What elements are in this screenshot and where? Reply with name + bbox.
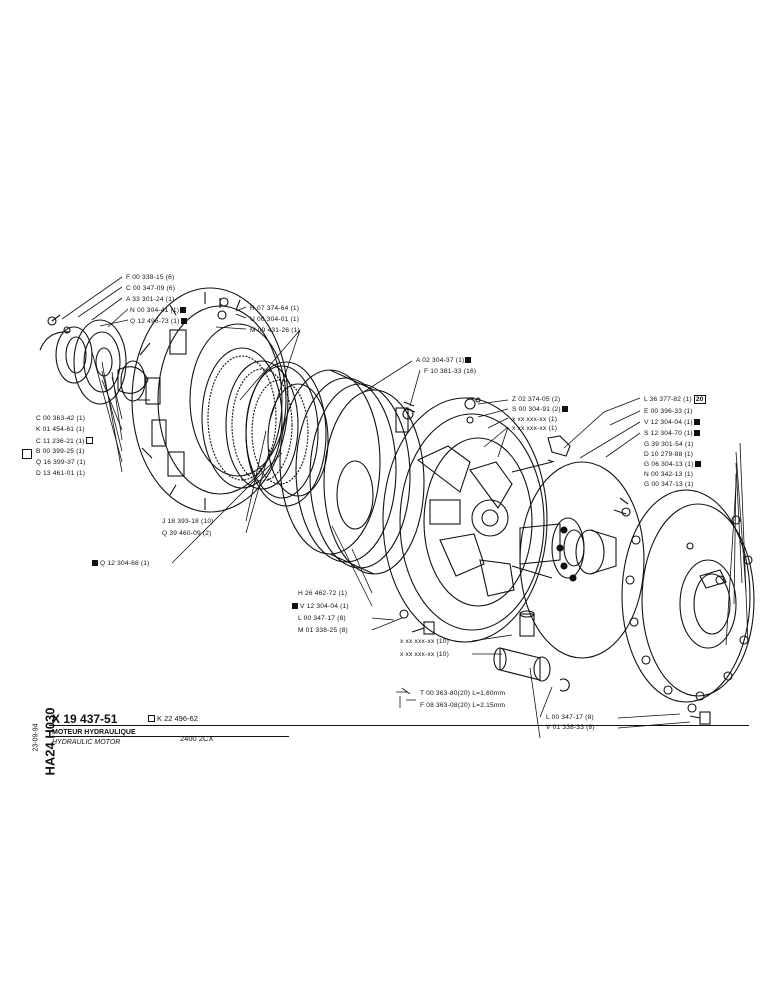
callout-S00304-91: S 00 304-91 (2) — [512, 406, 568, 414]
filled-box-marker — [694, 461, 701, 467]
callout-U00304-01: U 00 304-01 (1) — [250, 316, 300, 323]
small-parts — [399, 435, 711, 725]
filled-box-marker — [180, 307, 187, 313]
filled-box-marker — [465, 357, 472, 363]
filled-box-marker — [693, 430, 700, 436]
callout-F10381-33: F 10 381-33 (16) — [424, 368, 477, 375]
callout-A33301-24: A 33 301-24 (1) — [126, 296, 175, 303]
filled-box-marker — [180, 318, 187, 324]
callout-H26462-72: H 26 462-72 (1) — [298, 590, 348, 597]
part-name-en: HYDRAULIC MOTOR — [52, 739, 121, 746]
callout-Z02374-05: Z 02 374-05 (2) — [512, 396, 561, 403]
callout-L00347-17a: L 00 347-17 (8) — [298, 615, 346, 622]
callout-G06304-13: G 06 304-13 (1) — [644, 461, 701, 469]
callout-S12304-70: S 12 304-70 (1) — [644, 430, 700, 438]
callout-F08363-08: F 08 363-08(20) L=2,15mm — [420, 702, 506, 709]
gear-rings — [207, 355, 309, 485]
callout-L36377-82: L 36 377-82 (1) 20 — [644, 395, 706, 404]
callout-G39301-54: G 39 301-54 (1) — [644, 441, 694, 448]
callout-F00338-15: F 00 338-15 (6) — [126, 274, 175, 281]
callout-T00363-80: T 00 363-80(20) L=1,60mm — [420, 690, 506, 697]
callout-J18393-18: J 18 393-18 (10) — [162, 518, 214, 525]
open-box-marker — [85, 437, 93, 444]
leader-lines — [61, 276, 749, 739]
callout-V12304-04a: V 12 304-04 (1) — [644, 419, 700, 427]
callout-M01338-25: M 01 338-25 (8) — [298, 627, 348, 634]
callout-x3: x xx xxx-xx (10) — [400, 638, 449, 645]
callout-x4: x xx xxx-xx (10) — [400, 651, 449, 658]
callout-G00347-13: G 00 347-13 (1) — [644, 481, 694, 488]
ring-outlines — [201, 347, 329, 507]
callout-N00304-41: N 00 304-41 (1) — [130, 307, 187, 315]
alt-reference: K 22 496-62 — [148, 714, 198, 723]
part-name-fr: MOTEUR HYDRAULIQUE — [52, 729, 136, 736]
title-rule — [49, 725, 749, 726]
callout-A02304-37: A 02 304-37 (1) — [416, 357, 472, 365]
filled-box-marker — [292, 603, 298, 609]
callout-K01454-61: K 01 454-61 (1) — [36, 426, 85, 433]
open-box-marker — [148, 715, 155, 722]
bracket-marker — [22, 449, 32, 459]
model-code: 2400 2CX — [180, 734, 214, 743]
motor-housing — [131, 287, 289, 513]
shaft-bearing — [519, 517, 617, 582]
callout-V01338-33: V 01 338-33 (8) — [546, 724, 595, 731]
filled-box-marker — [92, 560, 98, 566]
callout-C00363-42: C 00 363-42 (1) — [36, 415, 86, 422]
callout-x1: x xx xxx-xx (1) — [512, 416, 558, 423]
callout-Q12304-68: Q 12 304-68 (1) — [92, 560, 150, 568]
sheet-date: 23-09-94 — [32, 723, 40, 752]
callout-M09431-26: M 09 431-26 (1) — [250, 327, 300, 334]
callout-L00347-17b: L 00 347-17 (8) — [546, 714, 594, 721]
callout-E00396-33: E 00 396-33 (1) — [644, 408, 693, 415]
callout-B00399-25: B 00 399-25 (1) — [36, 448, 85, 455]
callout-D10279-88: D 10 279-88 (1) — [644, 451, 694, 458]
callout-N00342-13: N 00 342-13 (1) — [644, 471, 694, 478]
callout-V12304-04b: V 12 304-04 (1) — [292, 603, 349, 611]
callout-R07374-64: R 07 374-64 (1) — [250, 305, 300, 312]
callout-Q12496-73: Q 12 496-73 (1) — [130, 318, 187, 326]
part-number: X 19 437-51 — [52, 712, 118, 726]
filled-box-marker — [561, 406, 568, 412]
cylinder-block — [279, 369, 425, 575]
callout-x2: x xx xxx-xx (1) — [512, 425, 558, 432]
callout-C00347-09: C 00 347-09 (6) — [126, 285, 176, 292]
callout-Q39460-09: Q 39 460-09 (2) — [162, 530, 212, 537]
callout-tag: 20 — [693, 395, 706, 404]
end-flange — [613, 489, 755, 703]
rotor-housing — [382, 397, 553, 643]
callout-D13461-01: D 13 461-01 (1) — [36, 470, 86, 477]
wear-plate — [519, 461, 645, 659]
callout-Q16399-37: Q 16 399-37 (1) — [36, 459, 86, 466]
callout-C11236-21: C 11 236-21 (1) — [36, 437, 93, 446]
filled-box-marker — [693, 419, 700, 425]
title-rule-2 — [49, 736, 289, 737]
left-cover-group — [39, 314, 149, 405]
